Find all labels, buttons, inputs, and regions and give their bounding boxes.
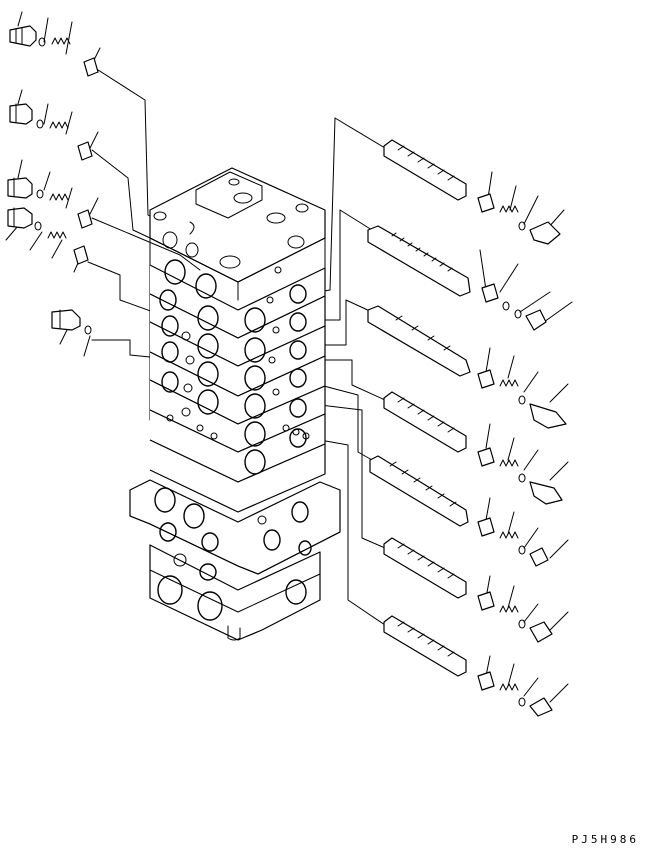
left-plug-group-3 — [7, 177, 93, 229]
left-plug-group-1 — [9, 25, 99, 77]
spool-row-3 — [367, 305, 567, 429]
control-valve-body — [129, 167, 341, 641]
spool-row-2 — [367, 225, 547, 331]
left-plug-group-5 — [51, 309, 92, 335]
left-plug-group-4 — [7, 207, 89, 265]
spool-row-1 — [383, 139, 561, 245]
spool-row-7 — [383, 615, 553, 717]
spool-row-6 — [383, 537, 553, 643]
leader-lines — [5, 11, 573, 703]
left-plug-group-2 — [9, 103, 93, 161]
drawing-code: PJ5H986 — [571, 833, 639, 846]
spool-row-5 — [369, 455, 549, 567]
port-holes — [159, 259, 310, 475]
spool-row-4 — [383, 391, 563, 505]
